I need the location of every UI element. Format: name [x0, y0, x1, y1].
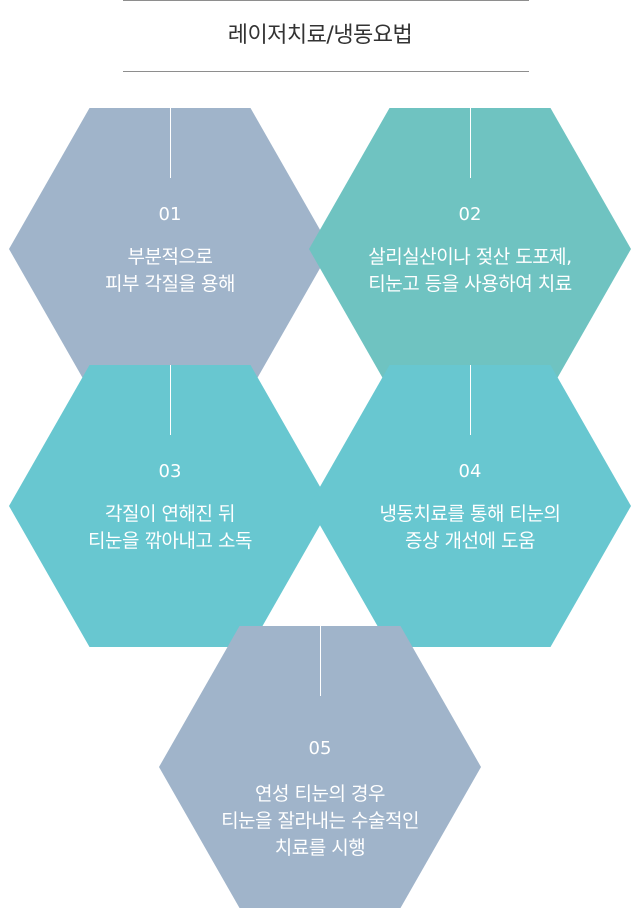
step-description: 각질이 연해진 뒤 티눈을 깎아내고 소독	[9, 501, 331, 555]
title-bottom-rule	[123, 71, 529, 72]
connector-line	[170, 108, 171, 178]
step-number: 01	[158, 204, 182, 225]
hexagon-step-02: 02 살리실산이나 젖산 도포제, 티눈고 등을 사용하여 치료	[309, 108, 631, 390]
step-description-line: 냉동치료를 통해 티눈의	[379, 503, 561, 525]
step-description-line: 티눈을 잘라내는 수술적인	[221, 810, 419, 832]
hexagon-step-01: 01 부분적으로 피부 각질을 용해	[9, 108, 331, 390]
step-number: 05	[308, 738, 332, 759]
step-description: 연성 티눈의 경우 티눈을 잘라내는 수술적인 치료를 시행	[159, 781, 481, 862]
connector-line	[320, 626, 321, 696]
step-description-line: 각질이 연해진 뒤	[105, 503, 235, 525]
connector-line	[470, 108, 471, 178]
step-description-line: 증상 개선에 도움	[405, 530, 535, 552]
connector-line	[170, 365, 171, 435]
step-description-line: 치료를 시행	[274, 837, 366, 859]
step-description-line: 티눈을 깎아내고 소독	[88, 530, 252, 552]
step-number: 02	[458, 204, 482, 225]
step-description-line: 부분적으로	[127, 246, 213, 268]
step-description: 살리실산이나 젖산 도포제, 티눈고 등을 사용하여 치료	[309, 244, 631, 298]
hexagon-step-04: 04 냉동치료를 통해 티눈의 증상 개선에 도움	[309, 365, 631, 647]
step-description-line: 살리실산이나 젖산 도포제,	[368, 246, 572, 268]
page-title: 레이저치료/냉동요법	[227, 23, 413, 48]
step-description-line: 티눈고 등을 사용하여 치료	[368, 273, 572, 295]
step-number: 03	[158, 461, 182, 482]
connector-line	[470, 365, 471, 435]
step-description: 냉동치료를 통해 티눈의 증상 개선에 도움	[309, 501, 631, 555]
step-description-line: 연성 티눈의 경우	[255, 783, 385, 805]
hexagon-step-03: 03 각질이 연해진 뒤 티눈을 깎아내고 소독	[9, 365, 331, 647]
title-top-rule	[123, 0, 529, 1]
hexagon-step-05: 05 연성 티눈의 경우 티눈을 잘라내는 수술적인 치료를 시행	[159, 626, 481, 908]
step-description: 부분적으로 피부 각질을 용해	[9, 244, 331, 298]
step-number: 04	[458, 461, 482, 482]
step-description-line: 피부 각질을 용해	[105, 273, 235, 295]
